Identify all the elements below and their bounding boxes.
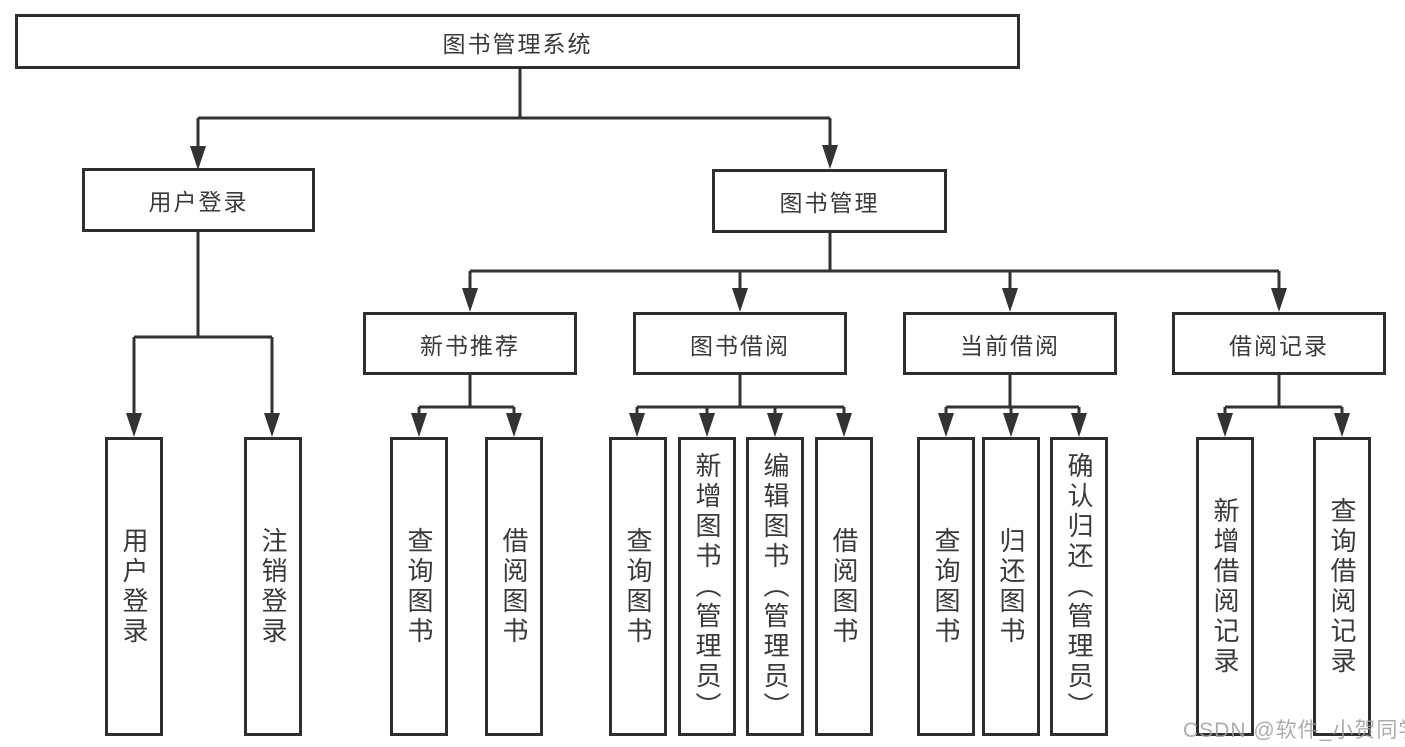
node-label: 图书管理系统 xyxy=(442,30,593,57)
leaf-return-books: 归还图书 xyxy=(982,437,1040,736)
node-book-management: 图书管理 xyxy=(712,169,947,233)
leaf-label: 借阅图书 xyxy=(499,526,529,647)
leaf-label: 编辑图书（管理员） xyxy=(760,451,790,722)
node-user-login: 用户登录 xyxy=(82,168,315,232)
node-current-borrow: 当前借阅 xyxy=(903,312,1117,375)
leaf-label: 查询借阅记录 xyxy=(1327,496,1357,677)
node-label: 图书管理 xyxy=(779,190,880,216)
arrow-down-icons xyxy=(126,145,1350,437)
leaf-confirm-return-admin: 确认归还（管理员） xyxy=(1050,437,1108,736)
leaf-edit-books-admin: 编辑图书（管理员） xyxy=(746,437,804,736)
leaf-label: 查询图书 xyxy=(404,526,434,647)
node-new-book-recommend: 新书推荐 xyxy=(363,312,577,375)
leaf-label: 用户登录 xyxy=(119,526,149,647)
node-book-borrow: 图书借阅 xyxy=(633,312,847,375)
leaf-logout-login: 注销登录 xyxy=(244,437,302,736)
leaf-label: 新增借阅记录 xyxy=(1210,496,1240,677)
leaf-query-borrow-record: 查询借阅记录 xyxy=(1313,437,1371,736)
leaf-label: 新增图书（管理员） xyxy=(692,451,722,722)
leaf-label: 查询图书 xyxy=(623,526,653,647)
node-label: 图书借阅 xyxy=(690,332,790,359)
leaf-add-books-admin: 新增图书（管理员） xyxy=(678,437,736,736)
leaf-borrow-books-recommend: 借阅图书 xyxy=(485,437,543,736)
leaf-label: 查询图书 xyxy=(931,526,961,647)
leaf-query-books-borrow: 查询图书 xyxy=(609,437,667,736)
leaf-query-books-recommend: 查询图书 xyxy=(390,437,448,736)
node-label: 借阅记录 xyxy=(1229,332,1329,359)
leaf-borrow-books: 借阅图书 xyxy=(815,437,873,736)
leaf-user-login: 用户登录 xyxy=(105,437,163,736)
leaf-label: 借阅图书 xyxy=(829,526,859,647)
leaf-label: 确认归还（管理员） xyxy=(1064,451,1094,722)
connector-segments xyxy=(132,69,1344,415)
leaf-label: 归还图书 xyxy=(996,526,1026,647)
node-label: 用户登录 xyxy=(148,189,249,215)
leaf-add-borrow-record: 新增借阅记录 xyxy=(1196,437,1254,736)
leaf-label: 注销登录 xyxy=(258,526,288,647)
node-borrow-records: 借阅记录 xyxy=(1172,312,1386,375)
node-label: 当前借阅 xyxy=(960,332,1060,359)
node-label: 新书推荐 xyxy=(420,332,520,359)
leaf-query-books-current: 查询图书 xyxy=(917,437,975,736)
csdn-watermark: CSDN @软件_小贺同学 xyxy=(1183,719,1405,742)
node-library-management-system: 图书管理系统 xyxy=(15,14,1020,69)
